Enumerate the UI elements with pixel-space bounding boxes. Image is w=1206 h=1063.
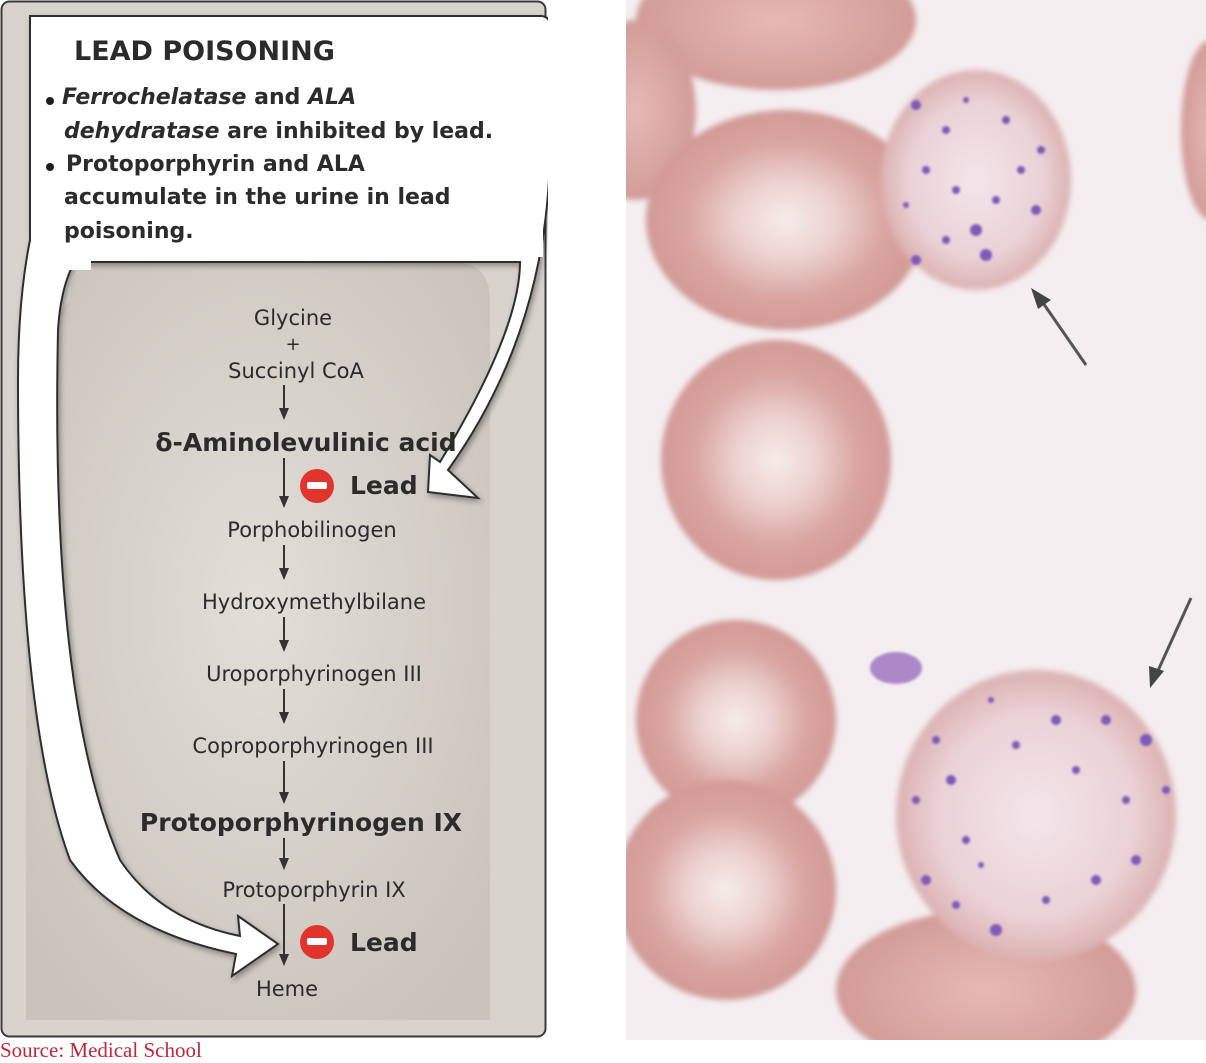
protoporphyrin-label: Protoporphyrin IX — [222, 878, 405, 902]
ala-label: δ-Aminolevulinic acid — [155, 428, 456, 457]
heme-label: Heme — [256, 977, 318, 1001]
stippled-cell-upper — [881, 70, 1071, 290]
pathway-arrows — [279, 385, 289, 966]
bullet-1-line-1: Ferrochelatase and ALA — [62, 85, 356, 110]
bullet-1-plain-a: and — [246, 85, 308, 110]
callout-left-arrow — [16, 239, 280, 979]
inhibition-2: Lead — [300, 925, 418, 959]
bullet-1-plain-b: are inhibited by lead. — [220, 119, 494, 144]
bullet-2-dot — [46, 163, 54, 171]
pointer-arrow-lower — [1149, 597, 1193, 688]
porphobilinogen-label: Porphobilinogen — [227, 518, 396, 542]
plus-sign: + — [285, 334, 300, 355]
blood-smear-micrograph — [626, 0, 1206, 1040]
red-blood-cell — [636, 620, 836, 820]
pointer-arrow-upper — [1031, 288, 1088, 366]
bullet-2-line-1: Protoporphyrin and ALA — [66, 152, 365, 177]
lead-label-1: Lead — [350, 471, 418, 500]
bullet-1-italic-a: Ferrochelatase — [62, 85, 247, 110]
red-blood-cell — [661, 340, 891, 580]
stippled-cell-lower — [896, 670, 1176, 960]
red-blood-cell — [1181, 41, 1206, 219]
platelet — [870, 652, 922, 684]
red-blood-cell — [626, 780, 836, 1000]
hydroxymethylbilane-label: Hydroxymethylbilane — [202, 590, 426, 614]
red-blood-cell — [646, 110, 926, 330]
inhibition-1: Lead — [300, 469, 418, 503]
bullet-1-dot — [46, 97, 54, 105]
source-caption: Source: Medical School — [0, 1038, 202, 1062]
pathway-background — [26, 262, 490, 1020]
red-blood-cell — [636, 0, 916, 90]
succinyl-coa-label: Succinyl CoA — [228, 359, 364, 383]
pathway: Glycine + Succinyl CoA δ-Aminolevulinic … — [140, 306, 462, 1001]
coproporphyrinogen-label: Coproporphyrinogen III — [192, 734, 433, 758]
bullet-1-italic-c: dehydratase — [64, 119, 220, 144]
callout-title: LEAD POISONING — [74, 36, 335, 67]
bullet-2-line-2: accumulate in the urine in lead — [64, 185, 451, 210]
glycine-label: Glycine — [254, 306, 332, 330]
uroporphyrinogen-label: Uroporphyrinogen III — [206, 662, 422, 686]
basophilic-stippling — [903, 97, 1170, 936]
bullet-2-line-3: poisoning. — [64, 219, 194, 244]
bullet-1-italic-b: ALA — [306, 85, 356, 110]
lead-poisoning-diagram: LEAD POISONING Ferrochelatase and ALA de… — [0, 0, 548, 1038]
lead-label-2: Lead — [350, 928, 418, 957]
bullet-1-line-2: dehydratase are inhibited by lead. — [64, 119, 493, 144]
protoporphyrinogen-label: Protoporphyrinogen IX — [140, 808, 462, 837]
